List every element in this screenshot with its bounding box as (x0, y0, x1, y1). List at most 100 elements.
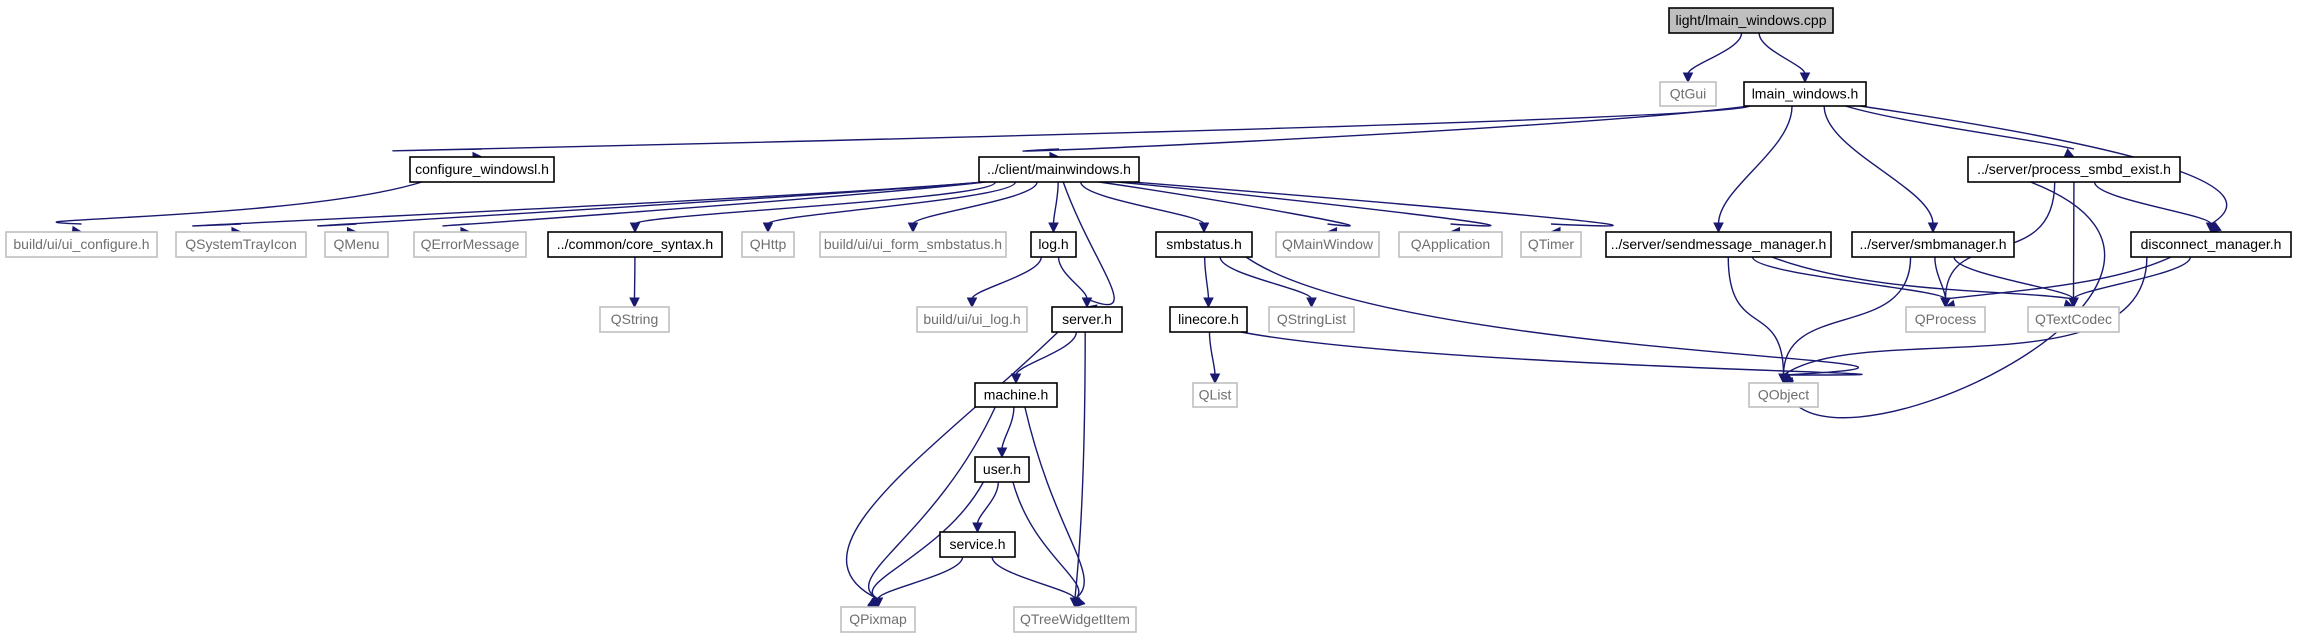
node-box (974, 456, 1030, 483)
node-qmenu: QMenu (324, 231, 389, 258)
edge-line (1099, 181, 1351, 227)
edge-mainwindows_h-to-qhttp (762, 181, 1017, 234)
edge-line (871, 481, 985, 600)
node-label: QHttp (750, 236, 787, 252)
node-core-syntax[interactable]: ../common/core_syntax.h (547, 231, 723, 258)
node-qerrormessage: QErrorMessage (413, 231, 527, 258)
edge-line (392, 105, 1751, 152)
edge-line (971, 256, 1042, 300)
node-disconnect-h[interactable]: disconnect_manager.h (2130, 231, 2292, 258)
node-label: build/ui/ui_configure.h (13, 236, 149, 252)
arrowhead (1713, 222, 1724, 234)
edge-disconnect_h-to-qtextcodec (2068, 256, 2192, 309)
node-label: QStringList (1277, 311, 1346, 327)
node-ui-log: build/ui/ui_log.h (916, 306, 1028, 333)
node-label: QMainWindow (1282, 236, 1374, 252)
edge-line (1751, 256, 1947, 300)
arrowhead (629, 222, 641, 234)
node-service-h[interactable]: service.h (939, 531, 1016, 558)
node-box (1268, 306, 1355, 333)
node-box (1520, 231, 1582, 258)
edge-line (1203, 256, 1210, 300)
node-box (1748, 382, 1819, 408)
node-label: QString (611, 311, 658, 327)
node-qpixmap: QPixmap (840, 606, 916, 633)
edge-line (1782, 256, 1912, 376)
node-box (1659, 81, 1717, 107)
node-label: QErrorMessage (421, 236, 520, 252)
node-box (741, 231, 795, 258)
node-label: QTextCodec (2035, 311, 2112, 327)
node-smbstatus-h[interactable]: smbstatus.h (1155, 231, 1253, 258)
edge-line (2072, 256, 2192, 300)
node-label: ../client/mainwindows.h (987, 161, 1131, 177)
node-label: linecore.h (1178, 311, 1239, 327)
node-process-smbd-h[interactable]: ../server/process_smbd_exist.h (1967, 156, 2181, 183)
edge-line (976, 481, 1000, 525)
node-log-h[interactable]: log.h (1030, 231, 1077, 258)
arrowhead (1940, 297, 1951, 309)
arrowhead (996, 447, 1008, 459)
node-box (1743, 81, 1867, 107)
edge-line (1057, 256, 1088, 300)
edge-line (634, 181, 997, 225)
node-label: light/lmain_windows.cpp (1676, 12, 1827, 28)
edge-process_smbd_h-to-disconnect_h (2093, 181, 2217, 234)
node-box (2027, 306, 2120, 333)
edge-server_h-to-machine_h (1010, 331, 1078, 385)
edge-linecore_h-to-qobject (1240, 331, 1863, 389)
node-box (1155, 231, 1253, 258)
arrowhead (1198, 222, 1210, 234)
node-label: QObject (1758, 387, 1809, 403)
arrowhead (762, 222, 774, 234)
node-machine-h[interactable]: machine.h (974, 382, 1058, 408)
arrowhead (872, 597, 884, 609)
node-box (599, 306, 670, 333)
edge-sendmessage_h-to-qtextcodec (1771, 256, 2075, 310)
edge-line (2093, 181, 2212, 225)
node-qapplication: QApplication (1398, 231, 1503, 258)
node-box (1967, 156, 2181, 183)
node-box (939, 531, 1016, 558)
arrowhead (1306, 297, 1317, 309)
edge-lmain_h-to-smbmanager_h (1823, 105, 1939, 234)
node-smbmanager-h[interactable]: ../server/smbmanager.h (1851, 231, 2015, 258)
node-mainwindows-h[interactable]: ../client/mainwindows.h (978, 156, 1140, 183)
node-label: configure_windowsl.h (415, 161, 549, 177)
edge-line (877, 556, 964, 600)
node-lmain-h[interactable]: lmain_windows.h (1743, 81, 1867, 107)
edge-linecore_h-to-qlist (1208, 331, 1221, 385)
edge-line (1024, 406, 1085, 600)
edge-line (1782, 181, 2105, 419)
edge-smbstatus_h-to-qstringlist (1219, 256, 1317, 309)
node-label: disconnect_manager.h (2141, 236, 2282, 252)
edge-line (1080, 181, 1205, 225)
node-box (1169, 306, 1248, 333)
node-qsystemtray: QSystemTrayIcon (175, 231, 307, 258)
node-root[interactable]: light/lmain_windows.cpp (1668, 7, 1834, 34)
node-label: log.h (1038, 236, 1068, 252)
edge-mainwindows_h-to-core_syntax (629, 181, 997, 234)
node-box (409, 156, 555, 183)
node-server-h[interactable]: server.h (1051, 306, 1123, 333)
node-label: service.h (949, 536, 1005, 552)
node-label: QTreeWidgetItem (1020, 611, 1130, 627)
edge-line (1758, 32, 1806, 75)
node-box (2130, 231, 2292, 258)
edge-service_h-to-qtreewidgetitem (991, 556, 1081, 609)
edge-user_h-to-service_h (972, 481, 1000, 534)
edge-line (1062, 181, 1115, 306)
node-box (324, 231, 389, 258)
node-qstring: QString (599, 306, 670, 333)
node-label: QtGui (1670, 86, 1707, 102)
node-sendmessage-h[interactable]: ../server/sendmessage_manager.h (1605, 231, 1832, 258)
node-user-h[interactable]: user.h (974, 456, 1030, 483)
node-linecore-h[interactable]: linecore.h (1169, 306, 1248, 333)
node-configure-h[interactable]: configure_windowsl.h (409, 156, 555, 183)
node-box (1275, 231, 1380, 258)
edge-lmain_h-to-mainwindows_h (1022, 105, 1751, 163)
edge-log_h-to-server_h (1057, 256, 1093, 309)
